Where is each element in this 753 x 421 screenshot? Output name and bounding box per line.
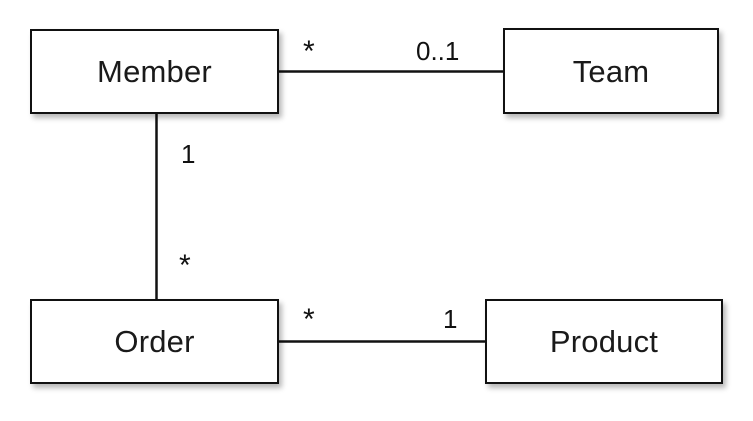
multiplicity-order-product-source: * bbox=[303, 303, 315, 336]
class-name-order: Order bbox=[114, 324, 195, 359]
class-box-product[interactable]: Product bbox=[485, 299, 723, 384]
multiplicity-member-order-source: 1 bbox=[181, 139, 196, 169]
class-box-order[interactable]: Order bbox=[30, 299, 279, 384]
multiplicity-member-team-source: * bbox=[303, 35, 315, 68]
class-name-product: Product bbox=[549, 324, 659, 359]
multiplicity-order-product-target: 1 bbox=[443, 304, 458, 334]
class-box-team[interactable]: Team bbox=[503, 28, 719, 114]
multiplicity-member-team-target: 0..1 bbox=[416, 36, 460, 66]
class-name-member: Member bbox=[97, 54, 212, 89]
class-name-team: Team bbox=[572, 53, 650, 89]
multiplicity-member-order-target: * bbox=[179, 249, 191, 282]
class-box-member[interactable]: Member bbox=[30, 29, 279, 114]
